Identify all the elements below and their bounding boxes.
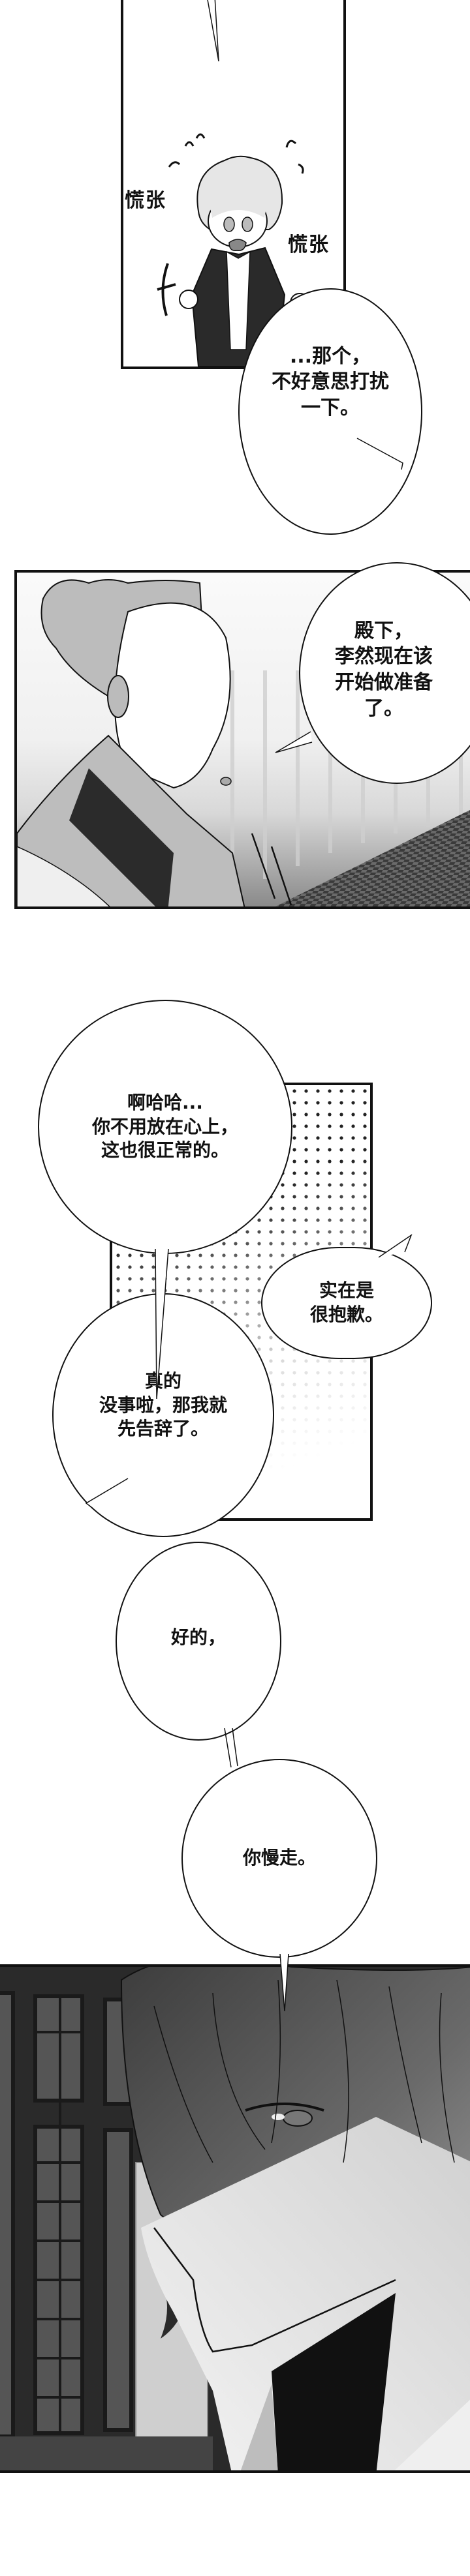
speech-text: 啊哈哈... 你不用放在心上， 这也很正常的。 — [91, 1091, 238, 1161]
young-man-closeup-illustration — [0, 1967, 470, 2470]
panel-4 — [0, 1964, 470, 2473]
speech-bubble-excuse-me: ...那个， 不好意思打扰 一下。 — [238, 288, 422, 535]
bubble-tail — [379, 1234, 413, 1258]
speech-text: 实在是 很抱歉。 — [309, 1280, 383, 1325]
speech-bubble-ahaha: 啊哈哈... 你不用放在心上， 这也很正常的。 — [38, 1000, 292, 1254]
bubble-tail — [356, 438, 403, 470]
panel-2 — [14, 570, 470, 909]
speech-text: ...那个， 不好意思打扰 一下。 — [272, 344, 389, 419]
panel-1: 慌张 慌张 — [121, 0, 346, 369]
speech-text: 真的 没事啦，那我就 先告辞了。 — [99, 1370, 227, 1440]
bubble-tail — [155, 1249, 169, 1400]
speech-bubble-your-highness: 殿下， 李然现在该 开始做准备 了。 — [299, 562, 470, 784]
bubble-connector — [224, 1728, 238, 1768]
sfx-panic-left: 慌张 — [125, 189, 166, 212]
woman-hallway-illustration — [17, 579, 470, 906]
speech-text: 你慢走。 — [242, 1847, 316, 1869]
sfx-panic-right: 慌张 — [288, 233, 330, 256]
speech-bubble-really-fine: 真的 没事啦，那我就 先告辞了。 — [52, 1293, 274, 1537]
bubble-tail — [275, 731, 313, 753]
bubble-tail — [85, 1478, 129, 1508]
bubble-tail — [279, 1954, 289, 2012]
speech-text: 殿下， 李然现在该 开始做准备 了。 — [335, 619, 433, 720]
speech-bubble-so-sorry: 实在是 很抱歉。 — [261, 1247, 432, 1359]
speech-text: 好的， — [170, 1626, 226, 1649]
speech-bubble-okay: 好的， — [116, 1542, 281, 1741]
speech-bubble-take-care: 你慢走。 — [181, 1759, 377, 1958]
